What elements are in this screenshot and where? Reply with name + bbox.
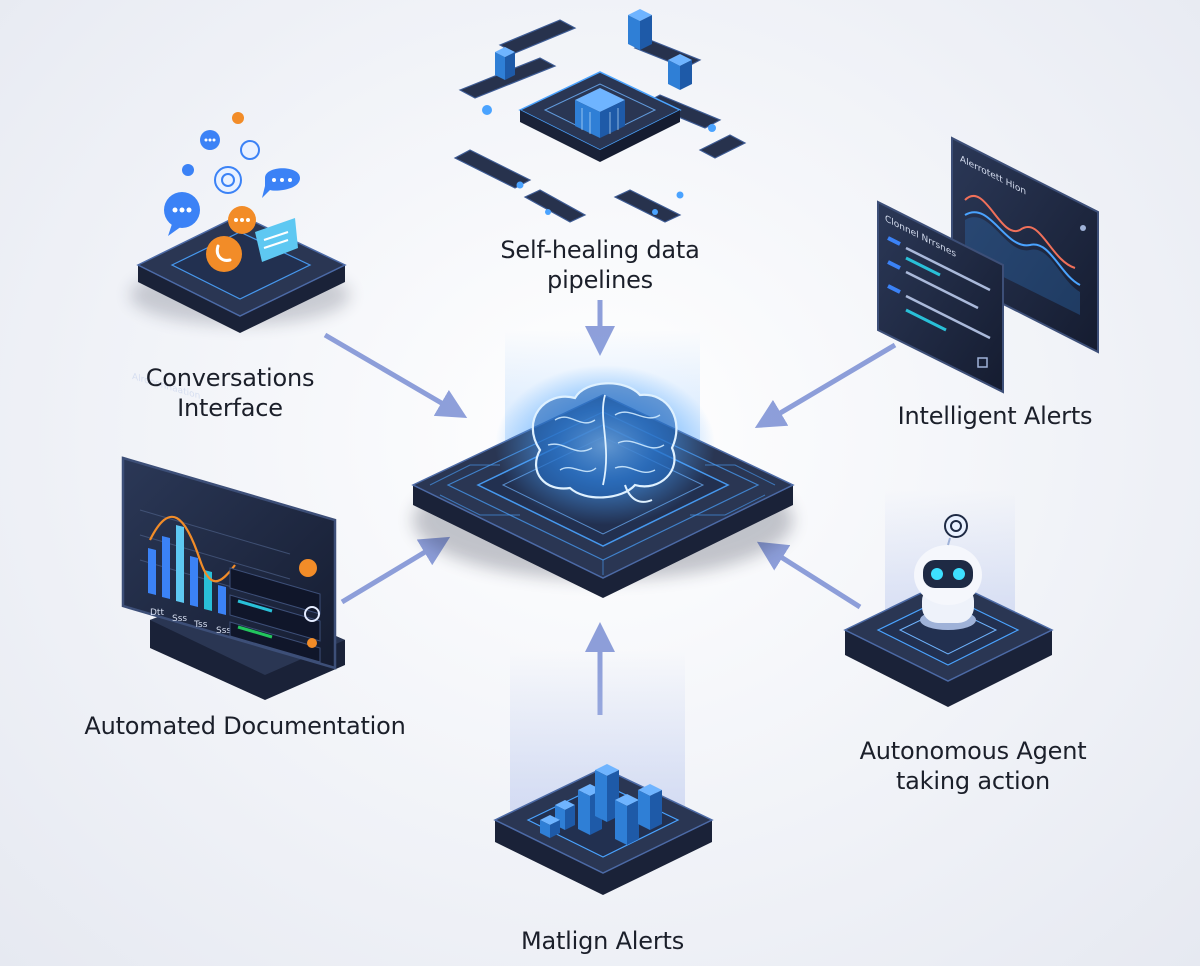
label-matlign-alerts-text: Matlign Alerts [520, 927, 685, 955]
label-autonomous-agent-line2: taking action [895, 767, 1051, 795]
intelligent-alerts-screens: Alerrotett Hion Clonnel Nrrsnes [877, 136, 1099, 394]
label-matlign-alerts: Matlign Alerts [490, 926, 715, 956]
central-brain-platform [411, 330, 795, 598]
autonomous-agent-platform [843, 490, 1054, 707]
robot-icon [914, 514, 982, 630]
circuit-chip-icon [575, 88, 625, 138]
chat-bubble-icon [164, 112, 300, 272]
docs-tick: Tss [193, 620, 208, 630]
dashboard-screen-icon: Alrooonnaation Dtt Sss Tss Sss [121, 371, 337, 670]
self-healing-circuit [453, 9, 747, 223]
label-automated-docs: Automated Documentation [70, 711, 420, 741]
server-city-icon [540, 764, 662, 845]
docs-tick: Sss [172, 614, 187, 624]
docs-tick: Dtt [150, 608, 164, 618]
label-conversations-line1: Conversations [145, 364, 315, 392]
label-intelligent-alerts: Intelligent Alerts [880, 401, 1110, 431]
label-self-healing: Self-healing data pipelines [470, 235, 730, 295]
automated-docs-monitor: Alrooonnaation Dtt Sss Tss Sss [121, 371, 345, 700]
label-conversations: Conversations Interface [120, 363, 340, 423]
brain-icon [495, 365, 715, 525]
docs-tick: Sss [216, 626, 231, 636]
arrow-from-automated-docs [340, 536, 451, 605]
label-conversations-line2: Interface [177, 394, 283, 422]
label-autonomous-agent: Autonomous Agent taking action [842, 736, 1104, 796]
label-autonomous-agent-line1: Autonomous Agent [859, 737, 1087, 765]
dashboard-screen-icon: Alerrotett Hion [951, 136, 1099, 354]
arrow-from-conversations [323, 332, 468, 419]
label-self-healing-line2: pipelines [547, 266, 653, 294]
arrow-from-autonomous-agent [756, 541, 862, 610]
label-self-healing-line1: Self-healing data [500, 236, 700, 264]
arrow-from-intelligent-alerts [754, 342, 897, 429]
matlign-alerts-platform [493, 650, 714, 895]
conversations-platform [130, 112, 350, 333]
label-automated-docs-text: Automated Documentation [84, 712, 406, 740]
label-intelligent-alerts-text: Intelligent Alerts [897, 402, 1093, 430]
